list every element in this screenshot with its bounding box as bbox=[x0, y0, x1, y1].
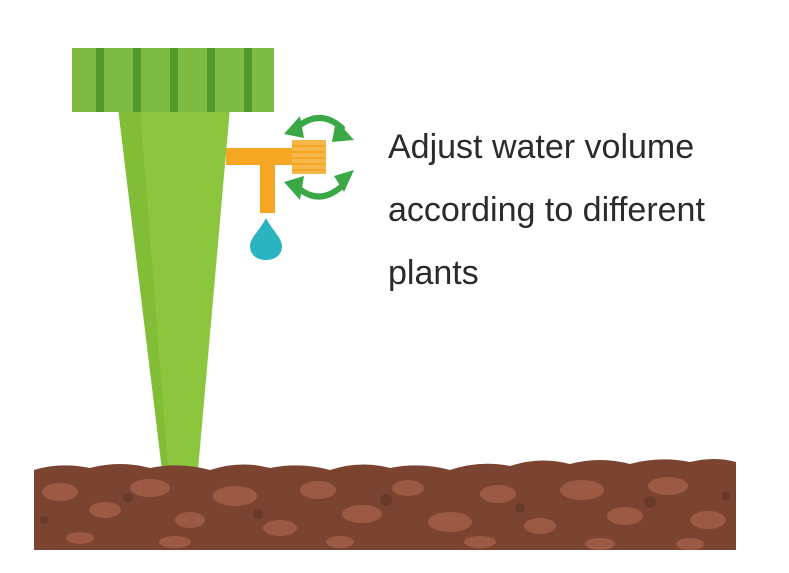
adjust-valve-icon bbox=[226, 140, 326, 213]
soil-illustration bbox=[34, 459, 736, 550]
dripper-stake-icon bbox=[72, 48, 274, 470]
arrow-heads bbox=[284, 116, 354, 200]
water-drop-icon bbox=[250, 218, 282, 260]
caption-line-3: plants bbox=[388, 254, 479, 292]
caption-line-1: Adjust water volume bbox=[388, 128, 695, 166]
caption: Adjust water volume according to differe… bbox=[388, 116, 768, 305]
caption-line-2: according to different bbox=[388, 191, 705, 229]
